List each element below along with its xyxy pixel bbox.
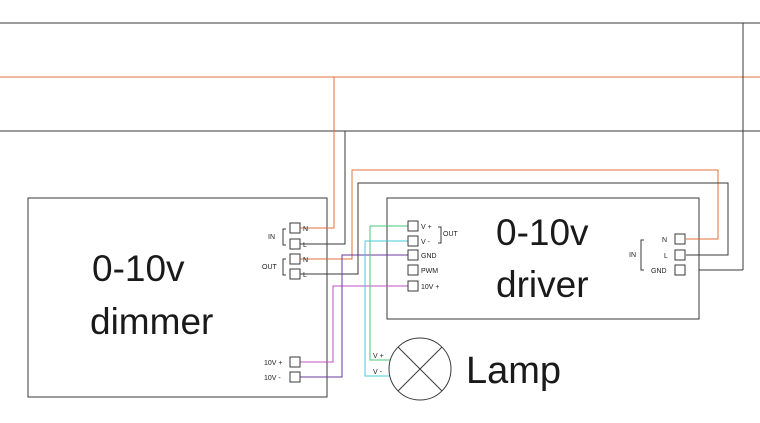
dimmer-10v-plus-label: 10V + [264, 360, 283, 367]
wires [300, 77, 729, 378]
dimmer-in-l-label: L [303, 242, 307, 249]
dimmer-out-n-terminal [289, 253, 301, 265]
driver-in-bracket [640, 239, 644, 271]
driver-in-label: IN [629, 252, 636, 259]
lamp-label: Lamp [466, 350, 561, 392]
driver-gnd-terminal [407, 249, 419, 261]
dimmer-in-n-terminal [289, 222, 301, 234]
driver-input-terminals: N L GND IN [629, 233, 686, 276]
dimmer-box [27, 197, 328, 398]
driver-out-label: OUT [443, 231, 459, 238]
driver-box [386, 197, 700, 320]
dimmer-out-bracket [282, 258, 286, 276]
dimmer-in-n-label: N [303, 226, 308, 233]
driver-10v-plus-terminal [407, 280, 419, 292]
wire-mains-neutral-to-dimmer [300, 131, 346, 245]
driver-vplus-label: V + [421, 224, 432, 231]
driver-10v-plus-label: 10V + [421, 284, 440, 291]
wire-lamp-vminus [364, 240, 408, 377]
dimmer-terminals: N L N L IN OUT 10V + 10V - [262, 222, 308, 383]
lamp-vminus-label: V - [373, 369, 383, 376]
driver-gnd-label: GND [421, 253, 437, 260]
dimmer-in-l-terminal [289, 238, 301, 250]
driver-in-gnd-terminal [674, 264, 686, 276]
driver-in-gnd-label: GND [651, 268, 667, 275]
dimmer-title-line2: dimmer [90, 301, 213, 342]
wire-dimmer-out-n-to-driver [300, 169, 719, 260]
dimmer-out-l-label: L [303, 272, 307, 279]
driver-in-n-terminal [674, 233, 686, 245]
dimmer-out-label: OUT [262, 264, 278, 271]
driver-out-bracket [438, 226, 442, 244]
dimmer-out-n-label: N [303, 257, 308, 264]
driver-in-n-label: N [662, 237, 667, 244]
lamp-vplus-label: V + [373, 353, 384, 360]
driver-in-l-label: L [664, 253, 668, 260]
driver-in-l-terminal [674, 249, 686, 261]
dimmer-out-l-terminal [289, 268, 301, 280]
driver-title-line1: 0-10v [496, 212, 589, 253]
wire-mains-live-to-dimmer [300, 77, 335, 229]
driver-pwm-label: PWM [421, 268, 438, 275]
dimmer-title-line1: 0-10v [92, 248, 185, 289]
lamp-cross-icon [388, 337, 452, 401]
driver-control-terminals: V + V - OUT GND PWM 10V + [407, 220, 459, 292]
wire-10v-minus [300, 254, 408, 378]
dimmer-in-label: IN [268, 234, 275, 241]
dimmer-10v-plus-terminal [289, 356, 301, 368]
wire-lamp-vplus [369, 225, 408, 361]
mains-lines [0, 22, 760, 271]
dimmer-10v-minus-terminal [289, 371, 301, 383]
dimmer-in-bracket [282, 228, 286, 246]
driver-vminus-label: V - [421, 239, 431, 246]
driver-vminus-terminal [407, 235, 419, 247]
lamp: V + V - Lamp [373, 337, 561, 401]
dimmer-10v-minus-label: 10V - [264, 375, 281, 382]
driver-vplus-terminal [407, 220, 419, 232]
driver-pwm-terminal [407, 264, 419, 276]
wire-dimmer-out-l-to-driver [300, 182, 729, 275]
driver-title-line2: driver [496, 264, 589, 305]
